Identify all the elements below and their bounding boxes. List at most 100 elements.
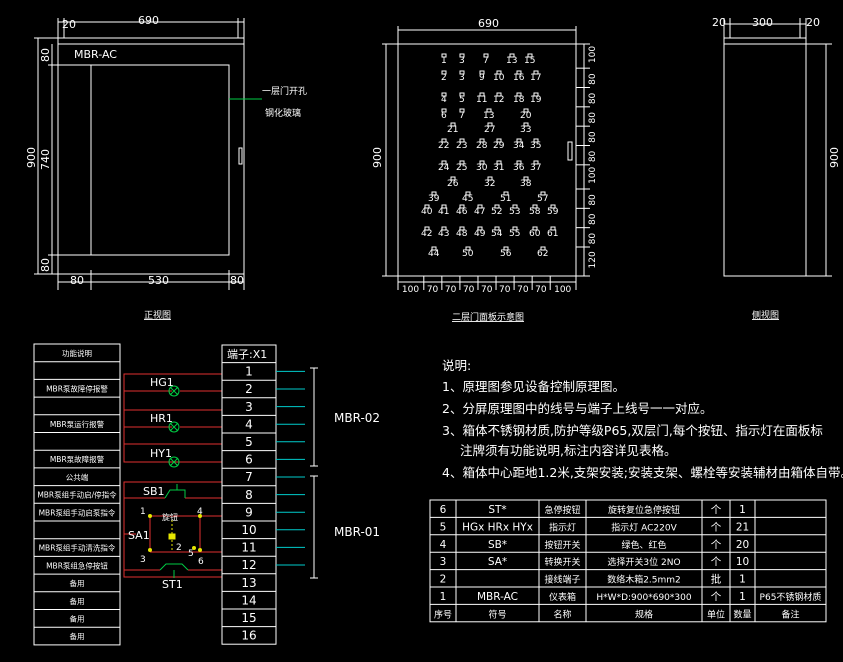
panel-right-dim: 100 bbox=[588, 46, 598, 63]
label-sb1: SB1 bbox=[143, 485, 165, 498]
parts-table-cell: 个 bbox=[711, 539, 722, 551]
terminal-brackets bbox=[310, 367, 318, 579]
front-dim-bottom-80b: 80 bbox=[230, 274, 244, 287]
front-door-handle bbox=[238, 147, 243, 165]
notes-title: 说明: bbox=[442, 358, 471, 373]
panel-hole-label: 48 bbox=[456, 229, 468, 239]
panel-hole-symbol bbox=[441, 138, 447, 143]
contact-3: 3 bbox=[140, 555, 146, 565]
parts-table-cell: 21 bbox=[736, 521, 749, 533]
panel-hole-symbol bbox=[512, 226, 518, 231]
panel-bottom-dim: 70 bbox=[499, 285, 511, 295]
parts-table-cell: 6 bbox=[440, 504, 447, 516]
panel-bottom-dim: 100 bbox=[402, 285, 419, 295]
terminal-number: 12 bbox=[241, 558, 256, 572]
notes-line-5: 4、箱体中心距地1.2米,支架安装;安装支架、螺栓等安装辅材由箱体自带。 bbox=[442, 465, 843, 480]
panel-hole-label: 59 bbox=[547, 207, 559, 217]
panel-hole-label: 27 bbox=[484, 125, 495, 135]
lamp-hy1 bbox=[168, 456, 180, 468]
side-dim-300: 300 bbox=[752, 16, 773, 29]
panel-hole-symbol bbox=[550, 204, 556, 209]
panel-right-dim: 80 bbox=[588, 150, 598, 162]
label-sa1: SA1 bbox=[128, 529, 150, 542]
function-table-cell: MBR泵组手动启泵指令 bbox=[39, 507, 116, 517]
function-table-cell: 公共端 bbox=[66, 472, 89, 482]
parts-table-cell: MBR-AC bbox=[477, 591, 518, 603]
label-hg1: HG1 bbox=[150, 376, 174, 389]
panel-hole-symbol bbox=[459, 204, 465, 209]
panel-hole-symbol bbox=[550, 226, 556, 231]
parts-table-cell: 4 bbox=[440, 539, 447, 551]
panel-hole-symbol bbox=[533, 138, 539, 143]
panel-hole-label: 33 bbox=[520, 125, 531, 135]
parts-table-cell: P65不锈钢材质 bbox=[760, 591, 822, 603]
front-view bbox=[34, 18, 262, 290]
panel-hole-label: 12 bbox=[493, 95, 504, 105]
panel-hole-symbol bbox=[479, 70, 485, 75]
parts-table-cell: H*W*D:900*690*300 bbox=[596, 593, 691, 603]
parts-table-cell: 急停按钮 bbox=[544, 504, 580, 516]
panel-hole-symbol bbox=[532, 204, 538, 209]
panel-hole-label: 1 bbox=[441, 56, 447, 66]
terminal-number: 1 bbox=[245, 365, 253, 379]
panel-hole-label: 34 bbox=[513, 141, 525, 151]
panel-hole-label: 18 bbox=[513, 95, 525, 105]
parts-table-cell: 10 bbox=[736, 556, 749, 568]
terminal-number: 3 bbox=[245, 400, 253, 414]
label-sa-mode: 旋钮 bbox=[162, 512, 178, 522]
panel-bottom-dim: 70 bbox=[517, 285, 529, 295]
panel-hole-symbol bbox=[441, 108, 447, 113]
panel-hole-label: 46 bbox=[456, 207, 468, 217]
parts-table-cell: SA* bbox=[488, 556, 507, 568]
parts-table-cell: 个 bbox=[711, 521, 722, 533]
panel-hole-symbol bbox=[477, 226, 483, 231]
front-dim-bottom-530: 530 bbox=[148, 274, 169, 287]
panel-hole-symbol bbox=[459, 70, 465, 75]
panel-hole-symbol bbox=[516, 70, 522, 75]
front-glass-window bbox=[90, 64, 230, 256]
panel-hole-label: 42 bbox=[421, 229, 432, 239]
sb1-button-symbol bbox=[164, 489, 186, 499]
parts-table-cell: 选择开关3位 2NO bbox=[607, 556, 680, 568]
panel-hole-label: 7 bbox=[483, 56, 489, 66]
panel-hole-symbol bbox=[496, 160, 502, 165]
parts-table-cell: 指示灯 bbox=[549, 521, 576, 533]
terminal-number: 11 bbox=[241, 541, 256, 555]
panel-hole-symbol bbox=[479, 138, 485, 143]
panel-hole-symbol bbox=[487, 176, 493, 181]
panel-right-dim: 80 bbox=[588, 92, 598, 104]
panel-right-dim: 80 bbox=[588, 233, 598, 245]
panel-right-dim: 80 bbox=[588, 131, 598, 143]
function-table-cell: MBR泵故障报警 bbox=[50, 454, 105, 464]
parts-table-header-cell: 备注 bbox=[781, 608, 799, 620]
function-table-cell: MBR泵组手动启/停指令 bbox=[37, 490, 117, 500]
label-hr1: HR1 bbox=[150, 412, 173, 425]
label-st1: ST1 bbox=[162, 578, 183, 591]
panel-hole-symbol bbox=[540, 191, 546, 196]
front-dim-20: 20 bbox=[62, 18, 76, 31]
parts-table-cell: 批 bbox=[711, 573, 722, 586]
side-dim-900: 900 bbox=[828, 147, 841, 168]
panel-hole-label: 3 bbox=[459, 56, 465, 66]
panel-view bbox=[382, 26, 585, 283]
parts-table-cell: ST* bbox=[488, 504, 506, 516]
panel-hole-label: 31 bbox=[493, 163, 504, 173]
panel-hole-label: 51 bbox=[500, 194, 511, 204]
front-callout-line2: 钢化玻璃 bbox=[265, 107, 301, 119]
panel-hole-label: 10 bbox=[493, 73, 505, 83]
panel-hole-label: 3 bbox=[459, 73, 465, 83]
panel-hole-label: 26 bbox=[447, 179, 459, 189]
panel-hole-label: 41 bbox=[438, 207, 449, 217]
function-table-border bbox=[33, 343, 121, 646]
front-dim-690: 690 bbox=[138, 14, 159, 27]
parts-table-cell: 转换开关 bbox=[544, 556, 580, 568]
front-dim-740: 740 bbox=[39, 149, 52, 170]
panel-hole-symbol bbox=[503, 246, 509, 251]
parts-table-cell: 按钮开关 bbox=[544, 539, 580, 551]
panel-hole-label: 29 bbox=[493, 141, 505, 151]
parts-table-cell: 绿色、红色 bbox=[621, 539, 666, 551]
parts-table-cell: 指示灯 AC220V bbox=[611, 521, 677, 533]
parts-table-cell: 接线端子 bbox=[544, 574, 580, 586]
